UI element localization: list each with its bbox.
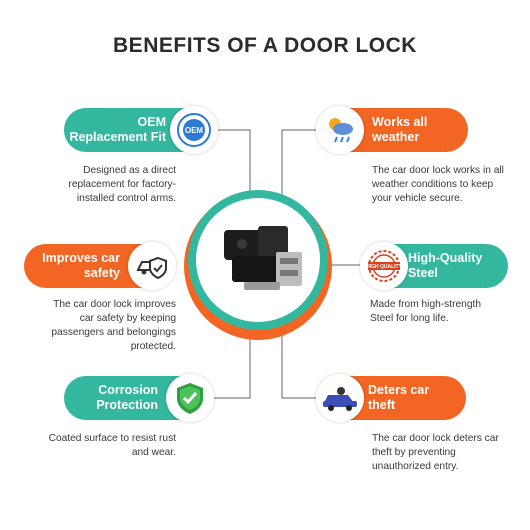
weather-description: The car door lock works in all weather c… bbox=[372, 164, 522, 206]
benefit-quality-pill: HIGH QUALITY High-Quality Steel bbox=[360, 242, 508, 290]
oem-badge-icon: OEM bbox=[170, 106, 218, 154]
quality-desc-line: Steel for long life. bbox=[370, 313, 449, 324]
connector-oem bbox=[215, 129, 251, 200]
oem-desc-line: Designed as a direct bbox=[83, 165, 176, 176]
benefit-theft-pill: Deters car theft bbox=[316, 374, 466, 422]
weather-label-line1: Works all bbox=[372, 115, 428, 129]
theft-desc-line: theft by preventing bbox=[372, 447, 456, 458]
oem-label-line1: OEM bbox=[137, 115, 166, 129]
connector-theft bbox=[281, 330, 318, 399]
oem-label-line2: Replacement Fit bbox=[69, 130, 166, 144]
oem-icon-text: OEM bbox=[185, 126, 204, 135]
theft-label-line1: Deters car bbox=[368, 383, 430, 397]
safety-label-line1: Improves car bbox=[42, 251, 120, 265]
green-shield-check-icon bbox=[166, 374, 214, 422]
quality-description: Made from high-strength Steel for long l… bbox=[370, 298, 520, 326]
weather-desc-line: The car door lock works in all bbox=[372, 165, 504, 176]
safety-desc-line: The car door lock improves bbox=[53, 299, 176, 310]
corrosion-desc-line: and wear. bbox=[131, 447, 176, 458]
car-shield-icon bbox=[128, 242, 176, 290]
corrosion-desc-line: Coated surface to resist rust bbox=[48, 433, 176, 444]
oem-desc-line: replacement for factory- bbox=[68, 179, 176, 190]
weather-label-line2: weather bbox=[372, 130, 420, 144]
connector-corrosion bbox=[212, 330, 251, 399]
weather-icon bbox=[316, 106, 364, 154]
connector-weather bbox=[281, 129, 318, 200]
corrosion-description: Coated surface to resist rust and wear. bbox=[30, 432, 176, 460]
benefit-oem-pill: OEM Replacement Fit OEM bbox=[64, 106, 218, 154]
page-title: BENEFITS OF A DOOR LOCK bbox=[113, 34, 417, 57]
quality-label-line2: Steel bbox=[408, 266, 438, 280]
oem-description: Designed as a direct replacement for fac… bbox=[40, 164, 176, 206]
benefit-corrosion-pill: Corrosion Protection bbox=[64, 374, 214, 422]
safety-desc-line: car safety by keeping bbox=[79, 313, 176, 324]
safety-desc-line: passengers and belongings bbox=[51, 327, 176, 338]
quality-icon-text: HIGH QUALITY bbox=[366, 264, 402, 270]
theft-desc-line: unauthorized entry. bbox=[372, 461, 459, 472]
benefit-safety-pill: Improves car safety bbox=[24, 242, 176, 290]
oem-desc-line: installed control arms. bbox=[76, 193, 176, 204]
theft-label-line2: theft bbox=[368, 398, 396, 412]
theft-desc-line: The car door lock deters car bbox=[372, 433, 499, 444]
safety-label-line2: safety bbox=[83, 266, 120, 280]
benefit-weather-pill: Works all weather bbox=[316, 106, 468, 154]
quality-desc-line: Made from high-strength bbox=[370, 299, 481, 310]
door-lock-actuator-image bbox=[224, 226, 302, 290]
weather-desc-line: your vehicle secure. bbox=[372, 193, 463, 204]
theft-description: The car door lock deters car theft by pr… bbox=[372, 432, 522, 474]
safety-description: The car door lock improves car safety by… bbox=[30, 298, 176, 354]
safety-desc-line: protected. bbox=[130, 341, 176, 352]
corrosion-label-line1: Corrosion bbox=[98, 383, 158, 397]
corrosion-label-line2: Protection bbox=[96, 398, 158, 412]
car-thief-icon bbox=[316, 374, 364, 422]
quality-label-line1: High-Quality bbox=[408, 251, 483, 265]
quality-stamp-icon: HIGH QUALITY bbox=[360, 242, 408, 290]
weather-desc-line: weather conditions to keep bbox=[372, 179, 494, 190]
